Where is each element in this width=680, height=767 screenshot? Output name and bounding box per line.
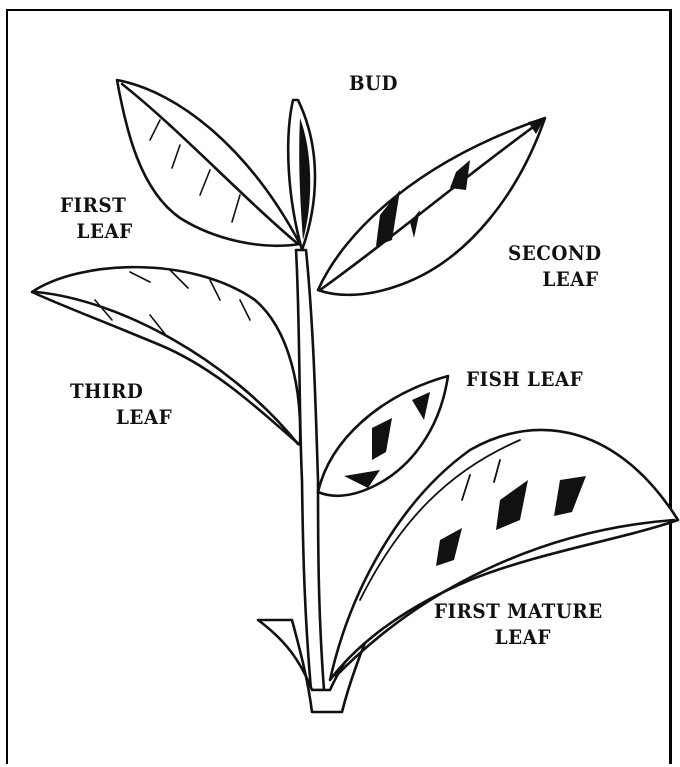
label-second-leaf: SECOND LEAF (508, 240, 602, 292)
label-first-mature-leaf-line1: FIRST MATURE (434, 598, 603, 624)
label-third-leaf-line1: THIRD (70, 378, 172, 404)
label-first-leaf-line2: LEAF (77, 218, 133, 244)
label-fish-leaf-text: FISH LEAF (466, 366, 583, 392)
label-second-leaf-line1: SECOND (508, 240, 602, 266)
label-first-mature-leaf: FIRST MATURE LEAF (434, 598, 603, 650)
label-first-leaf-line1: FIRST (60, 192, 133, 218)
label-third-leaf: THIRD LEAF (70, 378, 172, 430)
label-fish-leaf: FISH LEAF (466, 366, 583, 392)
label-first-leaf: FIRST LEAF (60, 192, 133, 244)
label-bud-text: BUD (349, 70, 398, 96)
stem (296, 250, 324, 690)
label-first-mature-leaf-line2: LEAF (495, 624, 603, 650)
label-second-leaf-line2: LEAF (539, 266, 601, 292)
label-bud: BUD (349, 70, 398, 96)
label-third-leaf-line2: LEAF (116, 404, 172, 430)
